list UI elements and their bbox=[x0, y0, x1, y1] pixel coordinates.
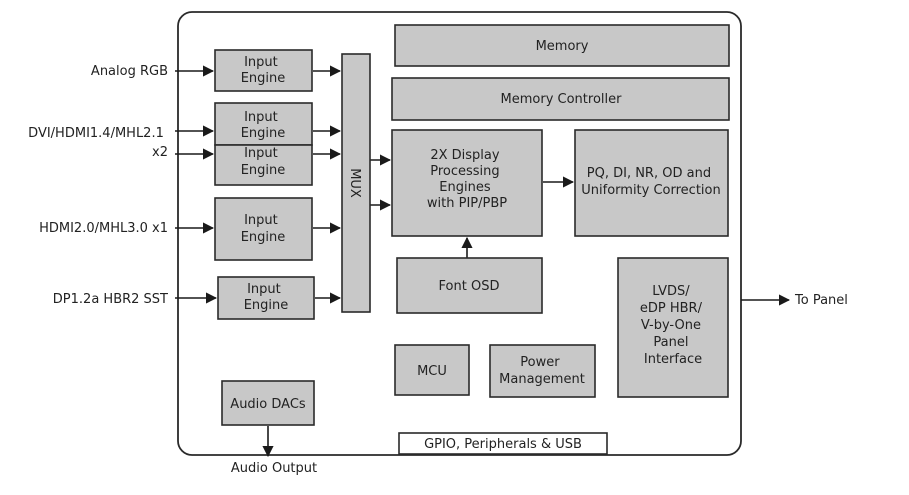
power-management-line-2: Management bbox=[499, 372, 585, 387]
pq-correction-block: PQ, DI, NR, OD and Uniformity Correction bbox=[574, 129, 729, 237]
svg-text:PQ, DI, NR, OD and Unifo: PQ, DI, NR, OD and Uniformity Correction bbox=[581, 166, 720, 198]
font-osd-label: Font OSD bbox=[439, 279, 500, 294]
svg-text:Input Engine: Input Engine bbox=[241, 213, 286, 245]
svg-text:Memory Controller: Memory Controller bbox=[501, 92, 623, 107]
input-engine-1-line-1: Input bbox=[244, 55, 278, 70]
svg-text:LVDS/ eDP HBR/ V-b: LVDS/ eDP HBR/ V-by-One Panel Interface bbox=[640, 284, 706, 367]
svg-text:Audio DACs: Audio DACs bbox=[230, 397, 306, 412]
svg-text:Input Engine: Input Engine bbox=[244, 282, 289, 313]
gpio-label: GPIO, Peripherals & USB bbox=[424, 437, 582, 452]
input-engine-4: Input Engine bbox=[214, 197, 313, 261]
svg-text:DVI/HDMI1.4/MHL2.1 x2: DVI/HDMI1.4/MHL2.1 x2 bbox=[28, 126, 168, 160]
svg-text:Audio Output: Audio Output bbox=[231, 461, 317, 476]
panel-interface-line-4: Panel bbox=[653, 335, 688, 350]
pq-correction-line-1: PQ, DI, NR, OD and bbox=[587, 166, 711, 181]
svg-text:To Panel: To Panel bbox=[794, 293, 848, 308]
memory-controller-label: Memory Controller bbox=[501, 92, 623, 107]
mux-block: MUX bbox=[341, 53, 371, 313]
svg-text:Input Engine: Input Engine bbox=[241, 55, 286, 86]
audio-dacs-label: Audio DACs bbox=[230, 397, 306, 412]
pq-correction-line-2: Uniformity Correction bbox=[581, 183, 720, 198]
input-engine-3-line-2: Engine bbox=[241, 163, 286, 178]
panel-interface-line-3: V-by-One bbox=[641, 318, 701, 333]
mux-label: MUX bbox=[347, 168, 362, 198]
svg-text:Input Engine: Input Engine bbox=[241, 110, 286, 141]
svg-text:HDMI2.0/MHL3.0 x1: HDMI2.0/MHL3.0 x1 bbox=[39, 221, 168, 236]
power-management-block: Power Management bbox=[489, 344, 596, 398]
external-labels: Analog RGB DVI/HDMI1.4/MHL2.1 x2 HDMI2.0… bbox=[28, 64, 848, 476]
input-engine-1-line-2: Engine bbox=[241, 71, 286, 86]
connectors bbox=[175, 65, 791, 458]
svg-text:GPIO, Peripherals & USB: GPIO, Peripherals & USB bbox=[424, 437, 582, 452]
svg-text:MUX: MUX bbox=[347, 168, 362, 198]
input-engine-5-line-2: Engine bbox=[244, 298, 289, 313]
input-engine-3: Input Engine bbox=[214, 144, 313, 186]
output-label-to-panel: To Panel bbox=[794, 293, 848, 308]
svg-text:Analog RGB: Analog RGB bbox=[91, 64, 168, 79]
display-engines-line-2: Processing bbox=[430, 164, 499, 179]
input-label-dp: DP1.2a HBR2 SST bbox=[53, 292, 168, 307]
input-label-hdmi2: HDMI2.0/MHL3.0 x1 bbox=[39, 221, 168, 236]
input-engine-2: Input Engine bbox=[214, 102, 313, 146]
output-label-audio: Audio Output bbox=[231, 461, 317, 476]
svg-text:2X Display Processing: 2X Display Processing Engines with PIP/P… bbox=[427, 148, 507, 211]
input-engine-5-line-1: Input bbox=[247, 282, 281, 297]
input-label-analog-rgb: Analog RGB bbox=[91, 64, 168, 79]
svg-text:Input Engine: Input Engine bbox=[241, 146, 286, 178]
display-engines-line-1: 2X Display bbox=[430, 148, 500, 163]
audio-dacs-block: Audio DACs bbox=[221, 380, 315, 426]
font-osd-block: Font OSD bbox=[396, 257, 543, 314]
svg-text:MCU: MCU bbox=[417, 364, 447, 379]
input-engine-2-line-2: Engine bbox=[241, 126, 286, 141]
input-engine-4-line-1: Input bbox=[244, 213, 278, 228]
input-engine-4-line-2: Engine bbox=[241, 230, 286, 245]
memory-label: Memory bbox=[536, 39, 589, 54]
svg-text:Memory: Memory bbox=[536, 39, 589, 54]
mcu-block: MCU bbox=[394, 344, 470, 396]
memory-controller-block: Memory Controller bbox=[391, 77, 730, 121]
input-engine-3-line-1: Input bbox=[244, 146, 278, 161]
input-engine-2-line-1: Input bbox=[244, 110, 278, 125]
svg-text:DP1.2a HBR2 SST: DP1.2a HBR2 SST bbox=[53, 292, 168, 307]
panel-interface-line-1: LVDS/ bbox=[652, 284, 690, 299]
mcu-label: MCU bbox=[417, 364, 447, 379]
svg-text:Power Management: Power Management bbox=[499, 355, 585, 387]
panel-interface-block: LVDS/ eDP HBR/ V-by-One Panel Interface bbox=[617, 257, 729, 398]
display-engines-line-4: with PIP/PBP bbox=[427, 196, 507, 211]
display-engines-line-3: Engines bbox=[439, 180, 491, 195]
display-engines-block: 2X Display Processing Engines with PIP/P… bbox=[391, 129, 543, 237]
panel-interface-line-5: Interface bbox=[644, 352, 702, 367]
panel-interface-line-2: eDP HBR/ bbox=[640, 301, 703, 316]
power-management-line-1: Power bbox=[520, 355, 560, 370]
input-label-dvi-hdmi-mhl: DVI/HDMI1.4/MHL2.1 bbox=[28, 126, 164, 141]
memory-block: Memory bbox=[394, 24, 730, 67]
svg-text:Font OSD: Font OSD bbox=[439, 279, 500, 294]
gpio-block: GPIO, Peripherals & USB bbox=[398, 432, 608, 455]
input-label-dvi-count: x2 bbox=[152, 145, 168, 160]
input-engine-5: Input Engine bbox=[217, 276, 315, 320]
input-engine-1: Input Engine bbox=[214, 49, 313, 92]
